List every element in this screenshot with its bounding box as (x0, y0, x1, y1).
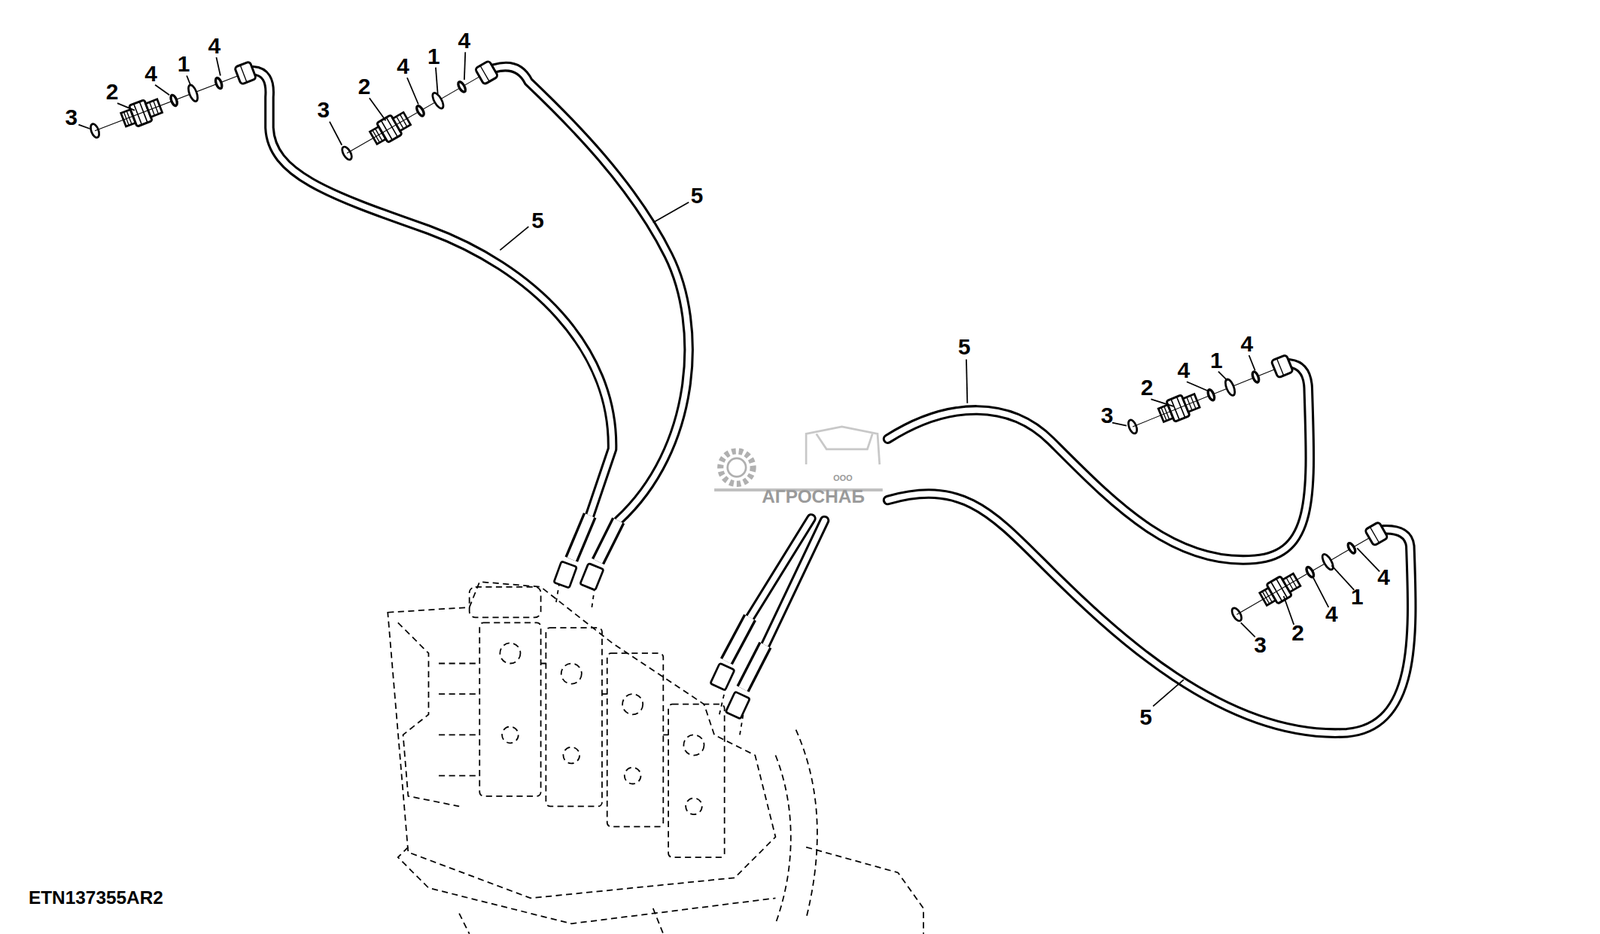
hose-ferrule (553, 515, 766, 719)
callout-number: 4 (458, 29, 472, 52)
callout-number: 3 (1101, 404, 1114, 427)
hydraulic-hose (252, 66, 1412, 734)
callout-number: 5 (690, 184, 704, 207)
callout-number: 3 (1253, 633, 1267, 657)
callout-number: 5 (1139, 705, 1153, 729)
figure-code: ETN137355AR2 (28, 888, 164, 907)
callout-number: 4 (1177, 358, 1191, 382)
callout-number: 5 (958, 335, 971, 359)
callout-number: 4 (207, 34, 221, 58)
fitting-set (87, 58, 1389, 627)
leader-line (78, 51, 1380, 706)
callout-number: 1 (1210, 349, 1223, 372)
watermark-logo (714, 426, 883, 490)
watermark-text: АГРОСНАБ (761, 487, 865, 506)
callout-number: 4 (144, 62, 158, 86)
callout-number: 2 (1291, 621, 1305, 645)
watermark-text: ООО (833, 473, 852, 482)
callout-number: 4 (1241, 332, 1254, 356)
callout-number: 4 (1377, 565, 1391, 589)
callout-number: 1 (427, 45, 441, 68)
callout-number: 4 (396, 54, 410, 78)
callout-number: 2 (106, 80, 119, 104)
callout-number: 1 (177, 52, 191, 76)
callout-number: 1 (1350, 585, 1364, 609)
callout-number: 2 (358, 75, 372, 98)
callout-number: 3 (65, 106, 79, 129)
callout-number: 3 (317, 99, 331, 122)
valve-block (387, 571, 924, 934)
callout-number: 2 (1140, 376, 1154, 399)
callout-number: 5 (531, 209, 545, 232)
callout-number: 4 (1325, 602, 1339, 626)
